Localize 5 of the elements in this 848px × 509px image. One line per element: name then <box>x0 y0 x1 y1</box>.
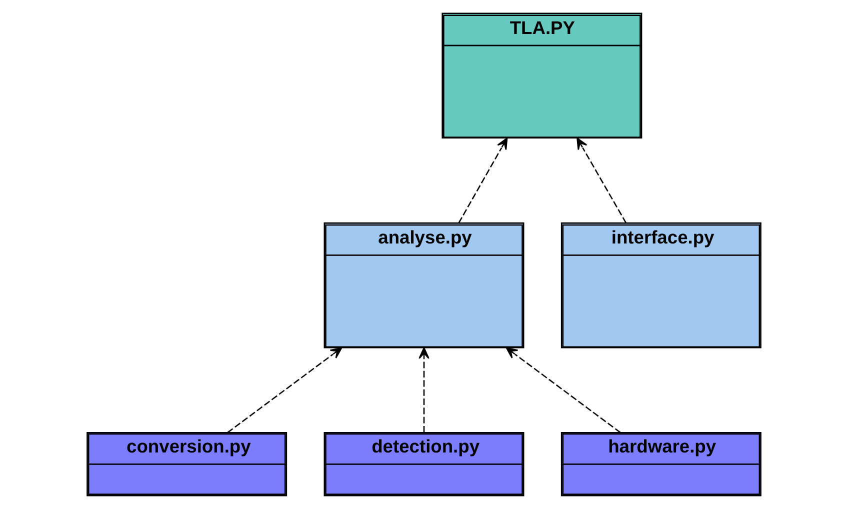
arrow <box>506 347 621 434</box>
arrow <box>576 138 627 224</box>
arrow <box>418 347 430 433</box>
arrow <box>458 138 508 224</box>
arrow <box>227 347 342 434</box>
